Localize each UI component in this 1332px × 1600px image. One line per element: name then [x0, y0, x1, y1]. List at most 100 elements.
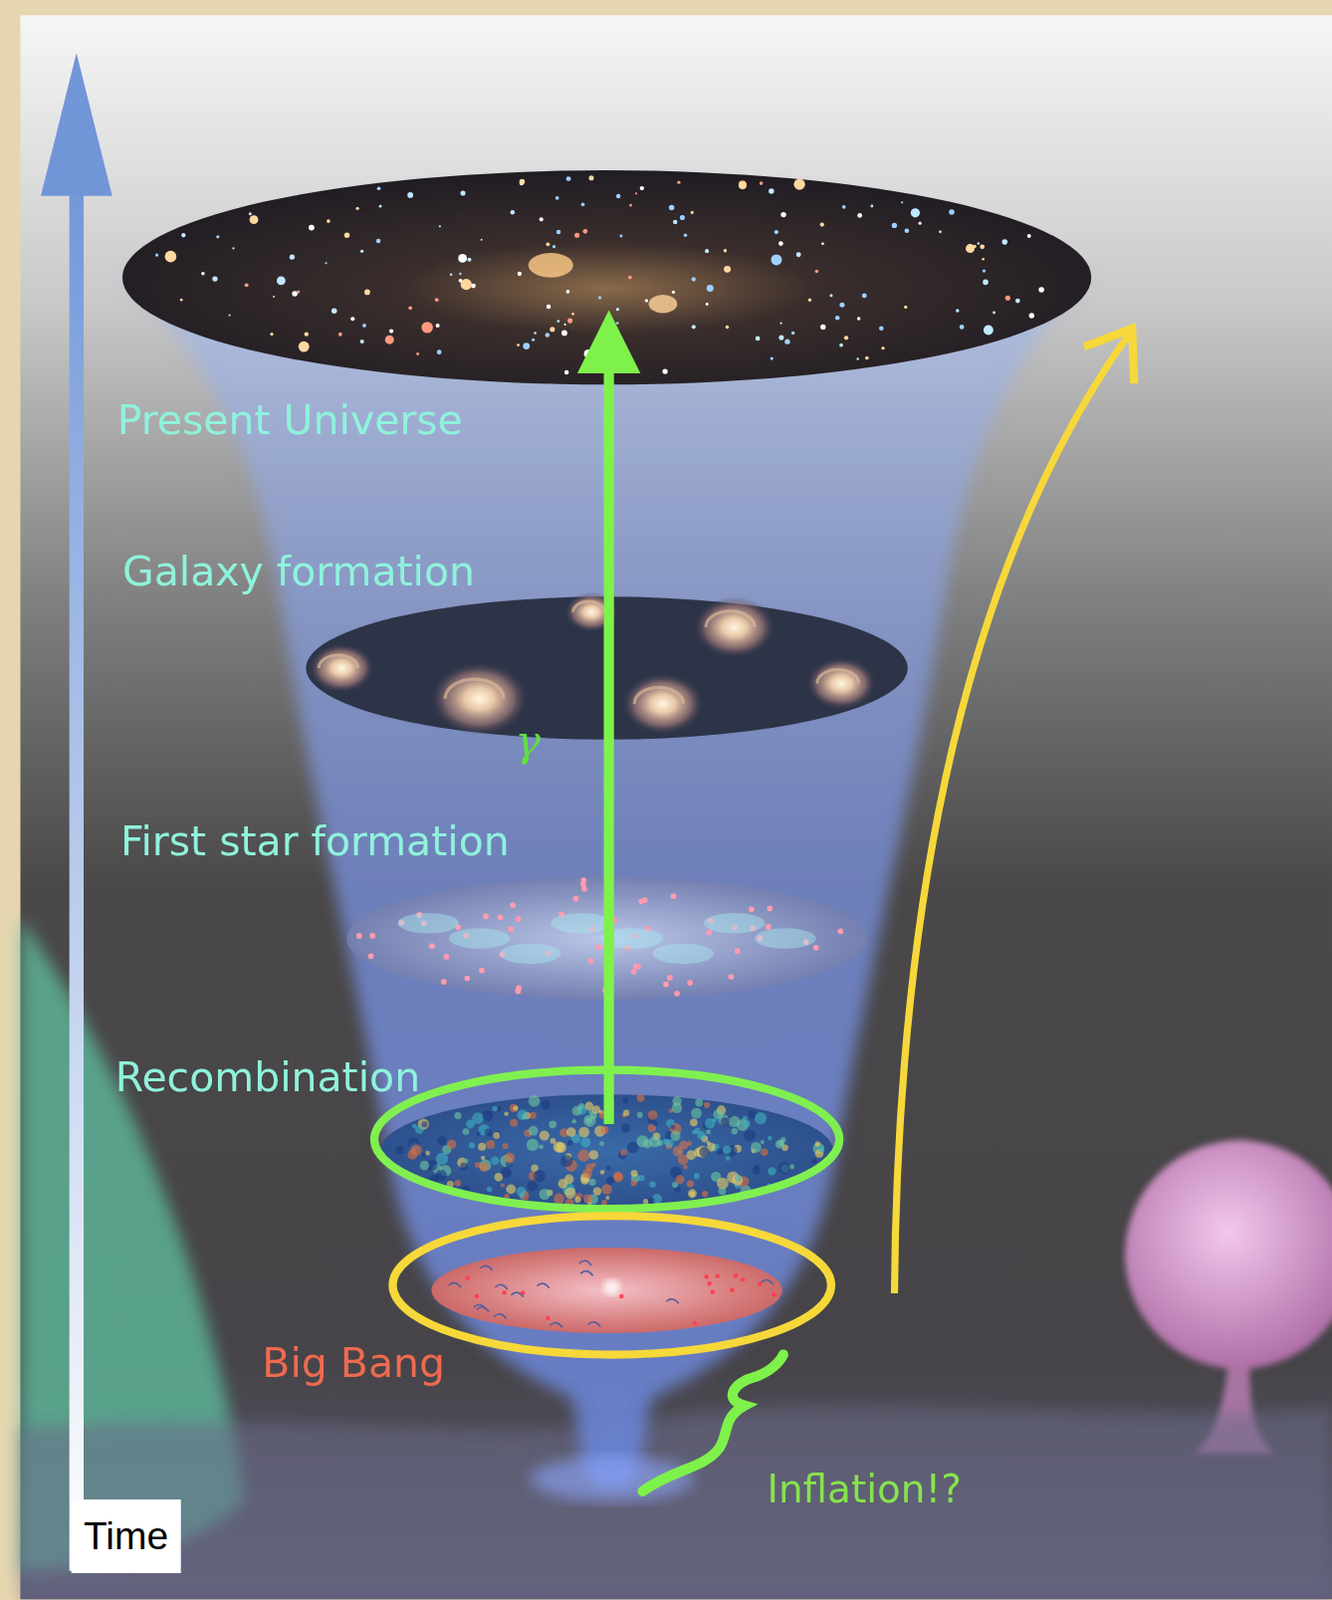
first-star — [482, 912, 489, 919]
star-dot — [690, 211, 694, 215]
star-dot — [778, 335, 784, 341]
first-star — [727, 973, 734, 980]
star-dot — [900, 201, 903, 204]
star-dot — [616, 321, 620, 325]
star-dot — [691, 324, 696, 329]
cmb-fluctuation — [462, 1127, 470, 1135]
first-star — [666, 974, 673, 981]
cmb-fluctuation — [648, 1110, 659, 1120]
star-dot — [829, 293, 833, 297]
cmb-fluctuation — [605, 1195, 610, 1200]
cmb-fluctuation — [682, 1164, 688, 1170]
star-dot — [671, 290, 675, 294]
cmb-fluctuation — [601, 1183, 613, 1195]
cmb-fluctuation — [637, 1111, 644, 1118]
era-label: Galaxy formation — [122, 548, 475, 594]
star-dot — [704, 248, 709, 253]
star-dot — [705, 302, 709, 306]
star-dot — [981, 257, 985, 261]
star-dot — [691, 276, 696, 281]
star-dot — [1005, 295, 1011, 301]
cmb-fluctuation — [670, 1130, 681, 1141]
star-dot — [331, 307, 338, 314]
star-dot — [910, 208, 920, 218]
cmb-fluctuation — [493, 1172, 503, 1182]
era-label: Big Bang — [261, 1339, 445, 1385]
cmb-fluctuation — [693, 1172, 700, 1179]
cmb-fluctuation — [705, 1128, 711, 1134]
spiral-arm — [705, 611, 755, 628]
cmb-fluctuation — [516, 1109, 528, 1120]
cmb-fluctuation — [583, 1193, 593, 1203]
star-dot — [510, 210, 516, 216]
star-dot — [437, 349, 443, 355]
cmb-fluctuation — [600, 1125, 609, 1134]
cmb-fluctuation — [653, 1120, 659, 1126]
star-dot — [759, 181, 764, 186]
star-dot — [668, 205, 675, 212]
star-dot — [857, 316, 861, 320]
first-star — [686, 979, 693, 986]
cmb-fluctuation — [690, 1108, 702, 1119]
star-dot — [1015, 298, 1021, 304]
cmb-fluctuation — [750, 1141, 762, 1153]
cmb-fluctuation — [643, 1138, 653, 1148]
cmb-fluctuation — [453, 1111, 461, 1119]
cmb-fluctuation — [686, 1179, 694, 1187]
star-dot — [856, 357, 859, 360]
star-dot — [581, 202, 586, 207]
cmb-fluctuation — [696, 1130, 706, 1140]
cmb-fluctuation — [412, 1123, 418, 1129]
star-dot — [355, 207, 359, 211]
cmb-fluctuation — [691, 1129, 697, 1135]
cmb-fluctuation — [686, 1140, 692, 1146]
cmb-fluctuation — [583, 1114, 596, 1127]
cmb-fluctuation — [720, 1116, 730, 1126]
gas-cloud — [703, 912, 765, 933]
cmb-fluctuation — [503, 1110, 509, 1116]
star-dot — [531, 338, 535, 342]
cmb-fluctuation — [638, 1174, 645, 1181]
cmb-fluctuation — [752, 1166, 761, 1175]
star-dot — [564, 323, 567, 326]
cmb-fluctuation — [548, 1119, 557, 1128]
first-star — [642, 896, 649, 903]
era-label: Present Universe — [117, 398, 463, 444]
cmb-fluctuation — [631, 1169, 639, 1177]
star-dot — [629, 204, 633, 208]
cmb-fluctuation — [599, 1140, 605, 1146]
star-dot — [982, 279, 989, 286]
star-dot — [662, 368, 667, 374]
particle — [692, 1321, 698, 1327]
cmb-fluctuation — [589, 1178, 597, 1186]
cmb-fluctuation — [671, 1102, 682, 1112]
particle-track — [666, 1299, 678, 1305]
particle — [619, 1294, 625, 1300]
particle-track — [448, 1282, 461, 1288]
particle-track — [479, 1265, 492, 1271]
star-dot — [768, 188, 775, 195]
star-dot — [983, 325, 994, 336]
cmb-fluctuation — [613, 1171, 624, 1182]
star-dot — [965, 243, 975, 253]
gas-cloud — [398, 912, 459, 933]
star-dot — [556, 319, 560, 323]
cmb-fluctuation — [571, 1118, 577, 1124]
particle — [703, 1274, 709, 1280]
star-dot — [779, 322, 782, 325]
star-dot — [564, 370, 570, 376]
star-dot — [918, 222, 922, 225]
star-dot — [683, 233, 687, 237]
star-dot — [276, 276, 286, 286]
cmb-fluctuation — [627, 1141, 640, 1154]
gas-cloud — [499, 943, 561, 964]
star-dot — [545, 241, 550, 246]
star-dot — [904, 227, 910, 233]
spiral-arm — [444, 678, 504, 699]
star-dot — [938, 229, 942, 233]
star-dot — [992, 311, 996, 315]
cmb-fluctuation — [606, 1176, 615, 1185]
cmb-fluctuation — [526, 1180, 538, 1192]
star-dot — [459, 190, 465, 196]
